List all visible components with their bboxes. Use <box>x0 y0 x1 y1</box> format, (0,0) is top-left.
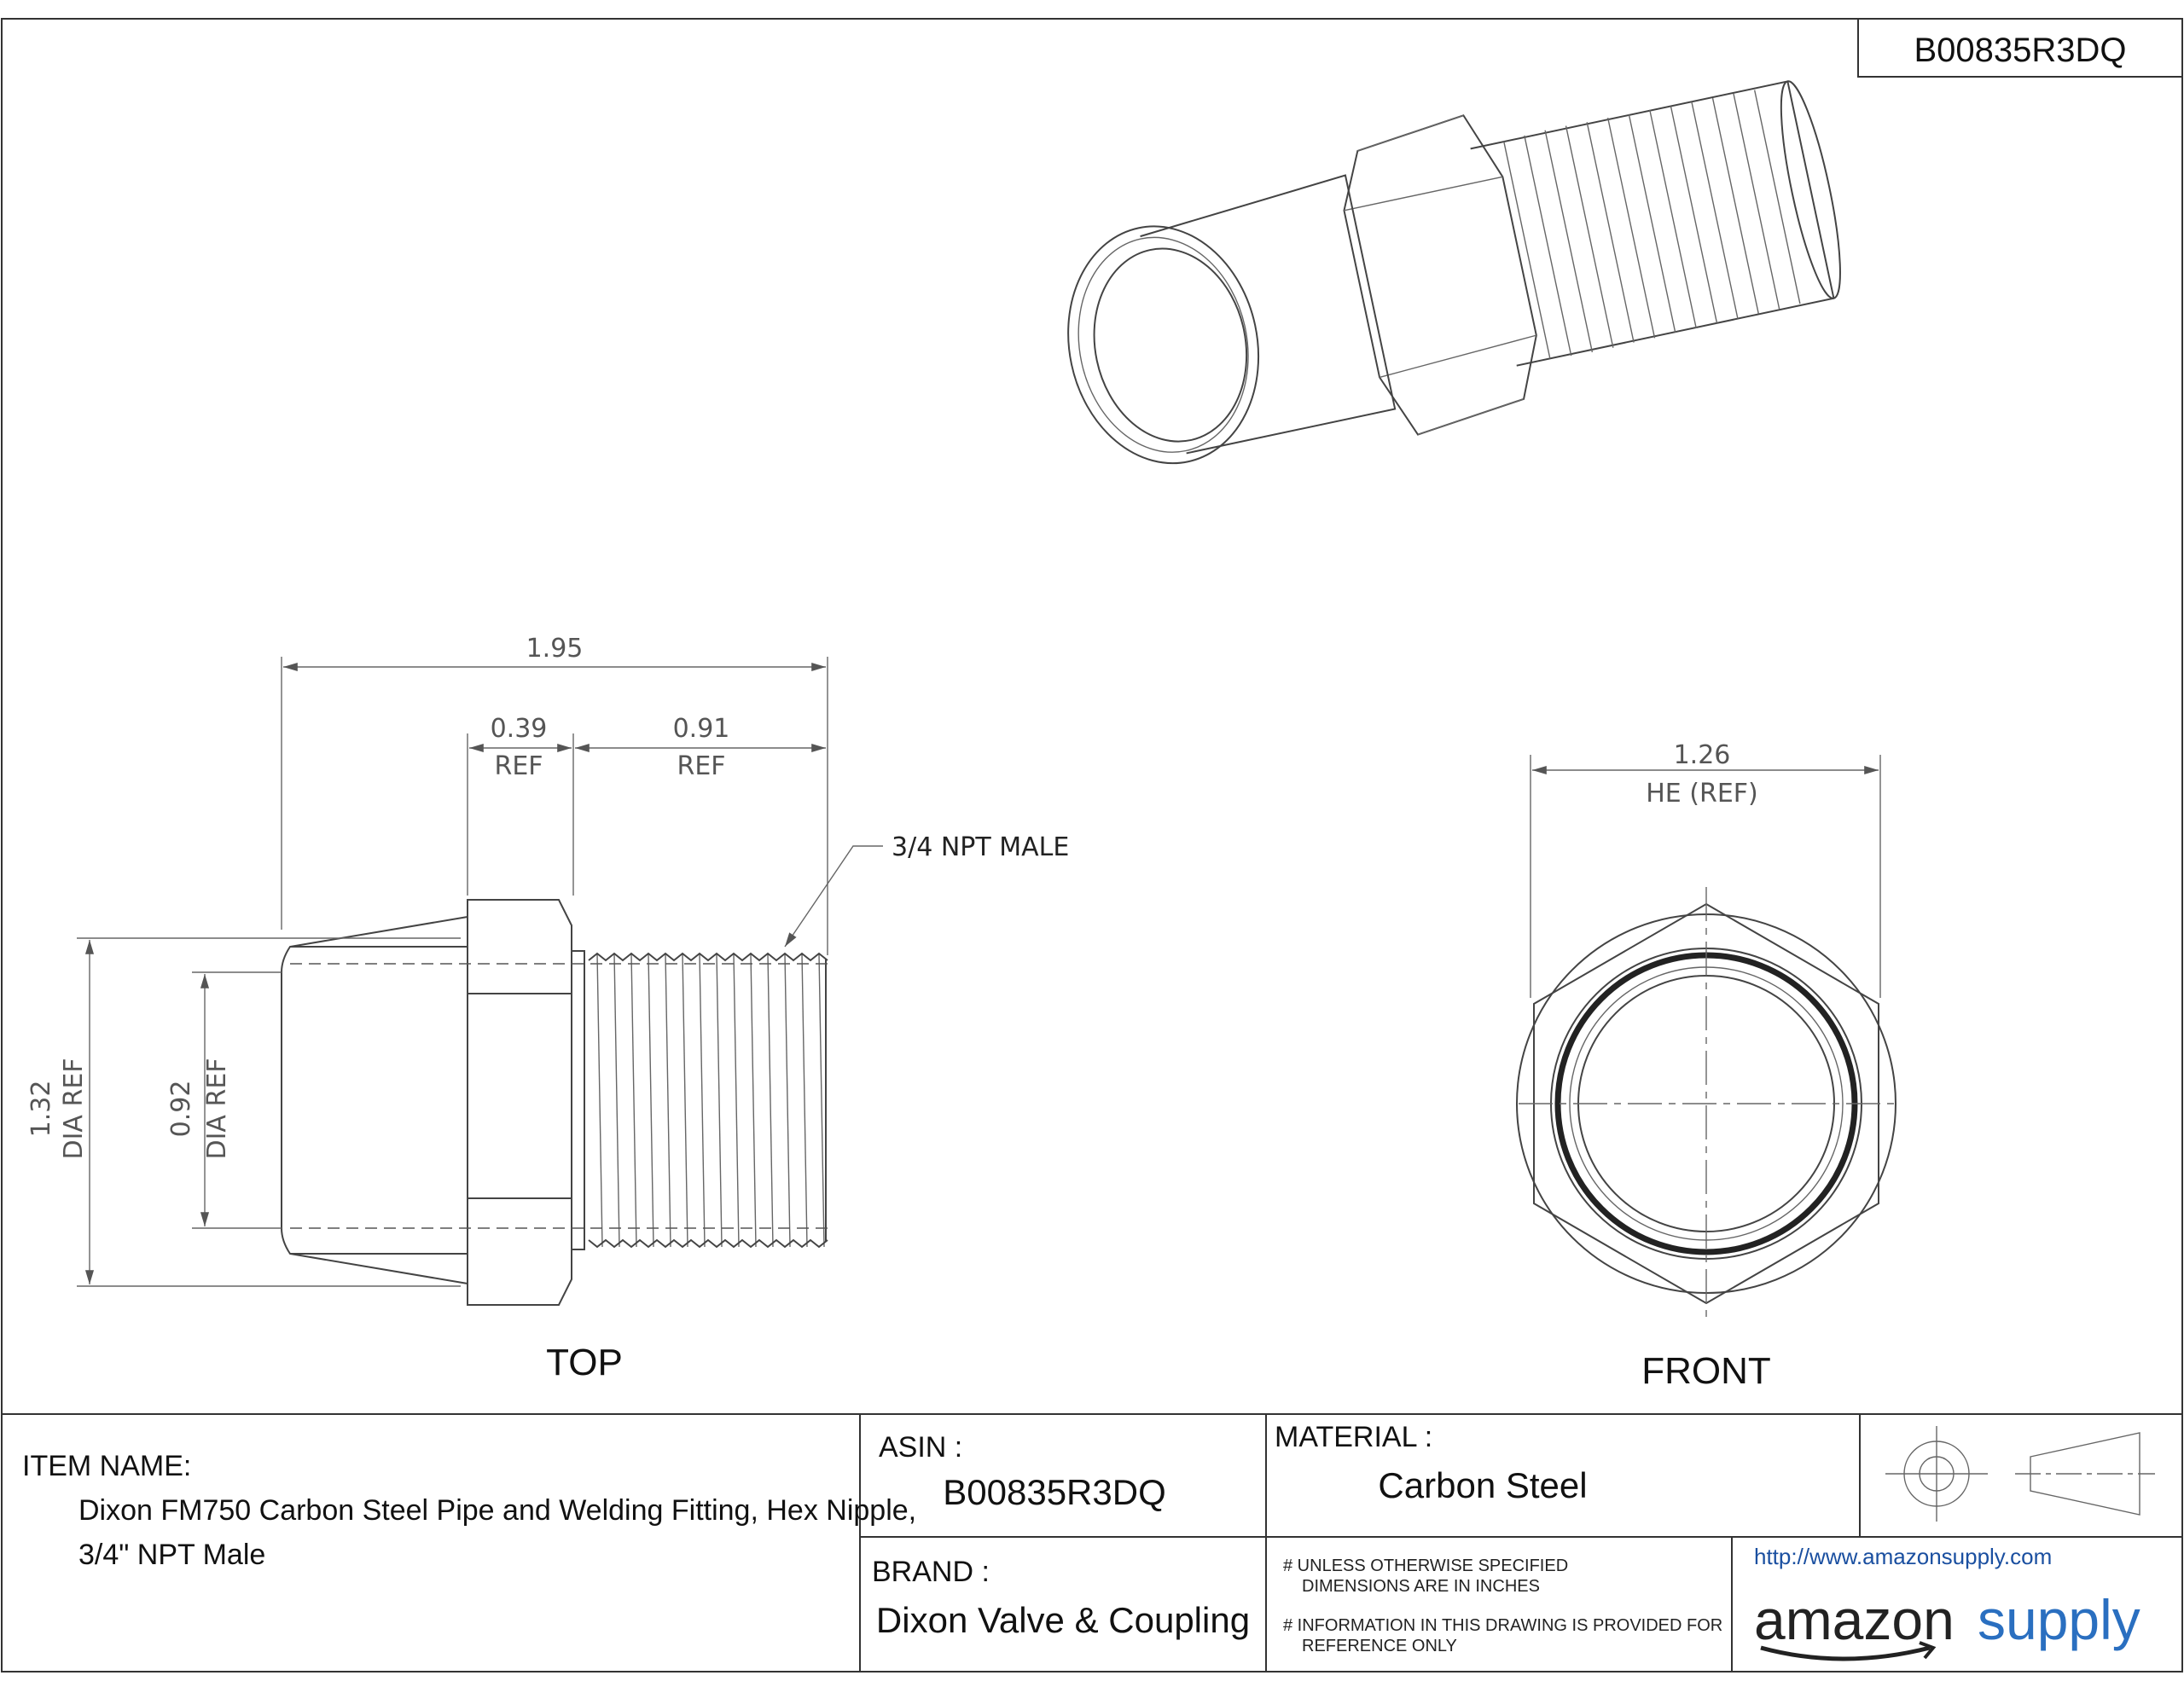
thread-crest-bottom <box>588 1238 828 1249</box>
top-hex <box>467 899 572 1306</box>
amazonsupply-logo: amazon supply <box>1754 1588 2140 1661</box>
thread-line <box>716 953 723 1248</box>
title-block: ITEM NAME: Dixon FM750 Carbon Steel Pipe… <box>2 1413 2182 1672</box>
part-number: B00835R3DQ <box>1914 32 2126 69</box>
iso-weld-end <box>1067 174 1397 465</box>
front-view-label: FRONT <box>1641 1350 1771 1392</box>
thread-line <box>699 953 706 1248</box>
asin-value: B00835R3DQ <box>943 1472 1166 1512</box>
dim-outer-dia: 1.32 <box>26 1081 56 1138</box>
front-view: 1.26 HE (REF) FRONT <box>1516 740 1896 1392</box>
note-dimensions-line1: # UNLESS OTHERWISE SPECIFIED <box>1283 1557 1568 1575</box>
dim-outer-dia-ref: DIA REF <box>59 1058 89 1159</box>
dim-hex-ref: HE (REF) <box>1646 779 1758 809</box>
svg-text:supply: supply <box>1978 1588 2140 1651</box>
supplier-url-link[interactable]: http://www.amazonsupply.com <box>1754 1544 2052 1569</box>
thread-line <box>801 953 808 1248</box>
dim-overall-length: 1.95 <box>526 634 584 664</box>
part-number-box: B00835R3DQ <box>1857 18 2183 78</box>
svg-text:amazon: amazon <box>1754 1588 1955 1651</box>
material-value: Carbon Steel <box>1378 1465 1587 1505</box>
note-reference-line1: # INFORMATION IN THIS DRAWING IS PROVIDE… <box>1283 1616 1722 1635</box>
iso-threads <box>1470 80 1841 367</box>
thread-line <box>784 953 791 1248</box>
note-reference-line2: REFERENCE ONLY <box>1302 1637 1457 1655</box>
thread-callout: 3/4 NPT MALE <box>892 832 1069 862</box>
brand-value: Dixon Valve & Coupling <box>876 1600 1250 1640</box>
sheet-border <box>1 18 2183 1673</box>
dim-hex-length-ref: REF <box>494 751 543 781</box>
dim-inner-dia-ref: DIA REF <box>202 1058 232 1159</box>
top-view: 1.95 0.39 REF 0.91 REF 1.32 DIA REF 0.92… <box>26 634 1069 1383</box>
thread-line <box>767 953 774 1248</box>
dim-hex-across-flats: 1.26 <box>1674 740 1731 770</box>
note-dimensions-line2: DIMENSIONS ARE IN INCHES <box>1302 1577 1540 1596</box>
item-name-label: ITEM NAME: <box>22 1450 191 1482</box>
thread-line <box>613 953 620 1248</box>
dim-inner-dia: 0.92 <box>166 1081 196 1138</box>
thread-line <box>630 953 637 1248</box>
thread-line <box>596 953 603 1248</box>
brand-label: BRAND : <box>872 1556 990 1588</box>
item-name-line1: Dixon FM750 Carbon Steel Pipe and Weldin… <box>78 1494 916 1527</box>
isometric-view <box>1067 80 1841 465</box>
dim-thread-length-ref: REF <box>677 751 725 781</box>
top-view-label: TOP <box>546 1342 623 1383</box>
thread-line <box>665 953 671 1248</box>
thread-line <box>750 953 757 1248</box>
thread-crest-top <box>588 952 828 962</box>
top-weld-end <box>281 916 468 1284</box>
item-name-line2: 3/4" NPT Male <box>78 1539 265 1571</box>
top-threads <box>588 952 828 1249</box>
dim-thread-length: 0.91 <box>673 714 730 744</box>
dim-hex-length: 0.39 <box>491 714 548 744</box>
asin-label: ASIN : <box>879 1431 962 1464</box>
thread-line <box>818 953 825 1248</box>
projection-symbol <box>1885 1426 2155 1522</box>
thread-line <box>733 953 740 1248</box>
iso-hex <box>1343 114 1537 436</box>
material-label: MATERIAL : <box>1275 1421 1432 1453</box>
thread-line <box>648 953 654 1248</box>
thread-line <box>682 953 688 1248</box>
